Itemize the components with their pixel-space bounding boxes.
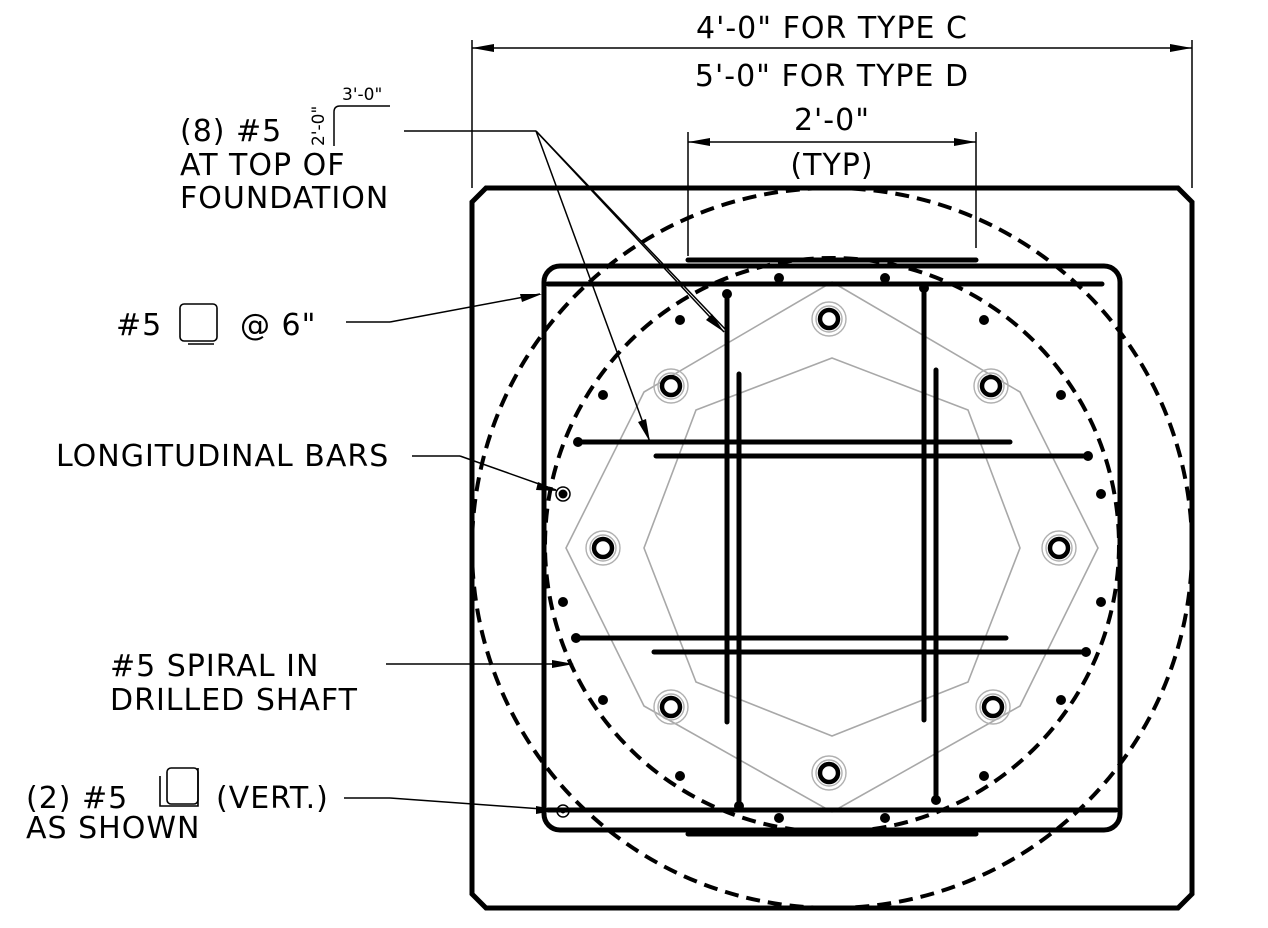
vertical-bars-callout-prefix: (2) #5: [26, 781, 128, 816]
spiral-callout-line1: #5 SPIRAL IN: [110, 649, 319, 684]
inner-dimension-value: 2'-0": [794, 103, 870, 138]
spiral-callout-line2: DRILLED SHAFT: [110, 683, 358, 718]
anchor-bolt: [811, 755, 847, 791]
top-bars-callout-line1: (8) #5: [180, 114, 282, 149]
stirrup-outline: [541, 263, 1123, 833]
vertical-bars-callout-suffix: (VERT.): [216, 781, 329, 816]
stirrups-callout-prefix: #5: [116, 308, 162, 343]
vertical-bars-callout-line2: AS SHOWN: [26, 811, 200, 846]
overall-dimension-type-c: 4'-0" FOR TYPE C: [696, 11, 968, 46]
top-bars: [545, 257, 1119, 837]
spiral-leader: [386, 660, 574, 668]
footing-outline: [469, 185, 1195, 911]
anchor-bolt: [653, 368, 689, 404]
overall-dimension: [471, 40, 1193, 188]
bolt-pattern-inner: [643, 357, 1021, 737]
top-bars-callout-line2: AT TOP OF: [180, 148, 346, 183]
top-bars-leaders: [404, 130, 727, 443]
anchor-bolt: [975, 689, 1011, 725]
vertical-bars-leader: [344, 797, 558, 814]
bend-leg-horizontal-label: 3'-0": [342, 85, 382, 105]
top-bars-callout-line3: FOUNDATION: [180, 181, 389, 216]
overall-dimension-type-d: 5'-0" FOR TYPE D: [695, 59, 969, 94]
u-bar-symbol: [159, 767, 199, 807]
anchor-bolt: [811, 301, 847, 337]
bolt-pattern-outer: [565, 281, 1099, 813]
stirrup-symbol: [179, 303, 218, 345]
stirrups-callout-suffix: @ 6": [240, 308, 316, 343]
anchor-bolt: [973, 368, 1009, 404]
longitudinal-bars: [555, 273, 1106, 823]
bend-leg-vertical-label: 2'-0": [309, 106, 329, 146]
anchor-bolts: [585, 301, 1077, 791]
spiral-outline: [543, 256, 1121, 834]
inner-dimension-typ: (TYP): [790, 148, 873, 183]
anchor-bolt: [653, 689, 689, 725]
longitudinal-leader: [412, 455, 558, 491]
drilled-shaft-outline: [470, 186, 1194, 910]
anchor-bolt: [585, 530, 621, 566]
stirrups-leader: [346, 293, 542, 323]
bend-symbol: [333, 105, 390, 146]
longitudinal-bars-callout: LONGITUDINAL BARS: [56, 439, 389, 474]
anchor-bolt: [1041, 530, 1077, 566]
